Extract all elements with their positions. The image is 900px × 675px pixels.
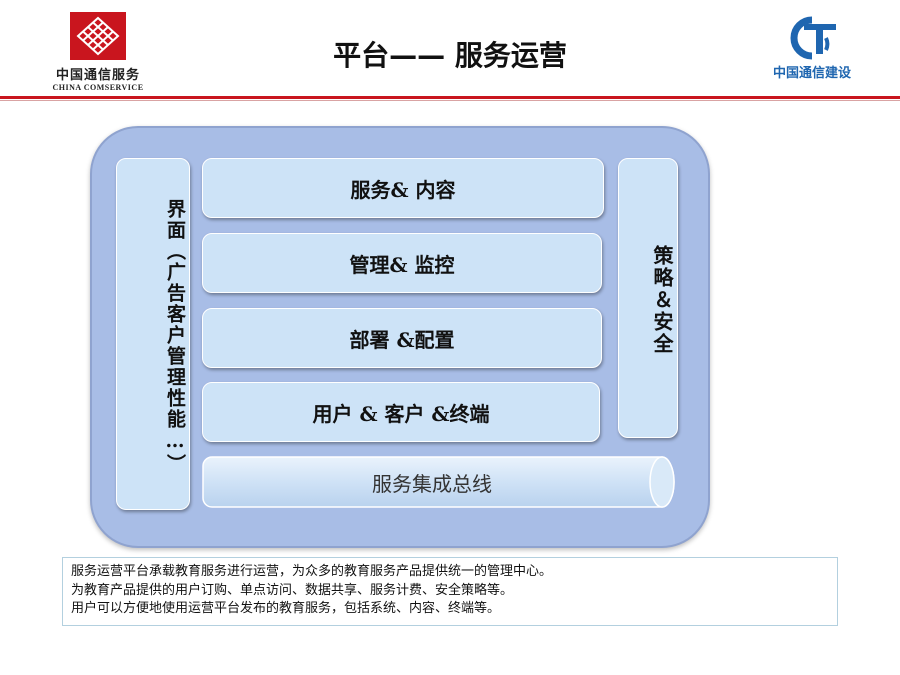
description-line: 用户可以方便地使用运营平台发布的教育服务，包括系统、内容、终端等。 [71, 601, 501, 616]
interface-panel: 界面（广告客户管理性能…） [116, 158, 190, 510]
ct-logo-icon [790, 16, 836, 60]
header-divider [0, 96, 900, 99]
layer-management-monitoring: 管理& 监控 [202, 233, 602, 293]
layer-service-content: 服务& 内容 [202, 158, 604, 218]
lattice-diamond-icon [70, 12, 126, 60]
layer-label: 部署 &配置 [349, 327, 455, 352]
china-comservice-logo: 中国通信服务 CHINA COMSERVICE [40, 12, 156, 92]
china-construction-logo: 中国通信建设 [764, 16, 860, 81]
bus-label: 服务集成总线 [372, 471, 492, 496]
header-divider-thin [0, 100, 900, 101]
page-title: 平台—— 服务运营 [333, 39, 567, 72]
service-integration-bus: 服务集成总线 [202, 456, 676, 508]
description-box: 服务运营平台承载教育服务进行运营，为众多的教育服务产品提供统一的管理中心。 为教… [62, 557, 838, 626]
right-logo-cn: 中国通信建设 [772, 66, 851, 81]
policy-security-label: 策略＆安全 [650, 245, 674, 355]
layer-deployment-config: 部署 &配置 [202, 308, 602, 368]
left-logo-cn: 中国通信服务 [55, 68, 140, 83]
layer-label: 管理& 监控 [349, 252, 455, 277]
layer-label: 服务& 内容 [350, 177, 456, 202]
policy-security-panel: 策略＆安全 [618, 158, 678, 438]
layer-label: 用户 & 客户 &终端 [312, 401, 490, 426]
description-line: 服务运营平台承载教育服务进行运营，为众多的教育服务产品提供统一的管理中心。 [71, 564, 553, 579]
left-logo-en: CHINA COMSERVICE [52, 83, 144, 92]
layer-user-client-terminal: 用户 & 客户 &终端 [202, 382, 600, 442]
bus-cylinder-shape [202, 456, 675, 508]
interface-panel-label: 界面（广告客户管理性能…） [164, 199, 186, 475]
description-line: 为教育产品提供的用户订购、单点访问、数据共享、服务计费、安全策略等。 [71, 582, 514, 598]
